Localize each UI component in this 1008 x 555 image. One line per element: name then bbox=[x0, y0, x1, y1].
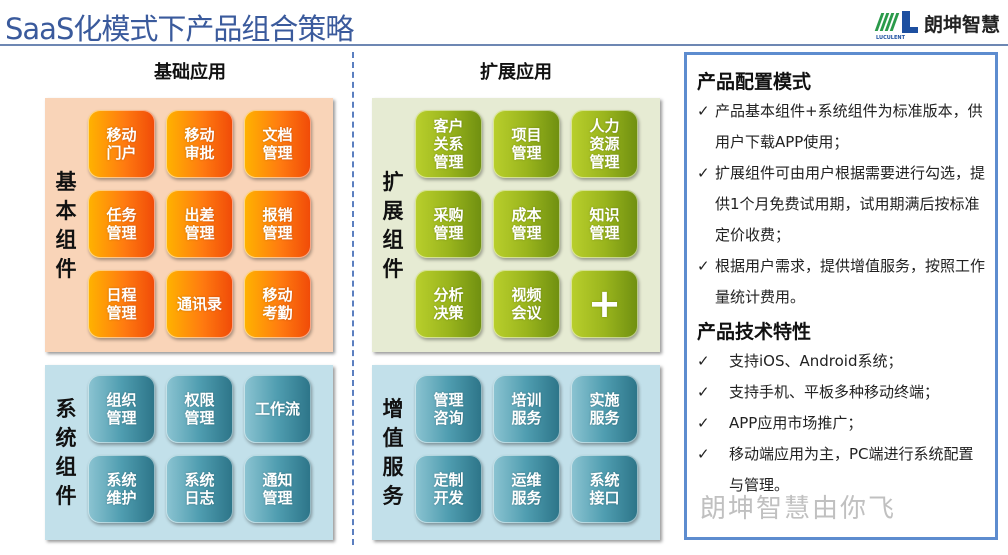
bullet-text: 支持iOS、Android系统； bbox=[729, 352, 903, 370]
panel-label: 增值服务 bbox=[382, 397, 404, 508]
bullet-text: 移动端应用为主，PC端进行系统配置与管理。 bbox=[729, 445, 974, 494]
bullet-text: 支持手机、平板多种移动终端； bbox=[729, 383, 940, 401]
bullet-text: 产品基本组件+系统组件为标准版本，供用户下载APP使用； bbox=[715, 102, 983, 151]
component-tile[interactable]: 系统 接口 bbox=[571, 455, 638, 523]
component-tile[interactable]: 工作流 bbox=[244, 375, 311, 443]
component-tile[interactable]: 分析 决策 bbox=[415, 270, 482, 338]
extended-components-panel: 扩展组件 客户 关系 管理项目 管理人力 资源 管理采购 管理成本 管理知识 管… bbox=[372, 98, 660, 352]
component-tile[interactable]: 培训 服务 bbox=[493, 375, 560, 443]
check-icon: ✓ bbox=[697, 352, 710, 370]
system-components-panel: 系统组件 组织 管理权限 管理工作流系统 维护系统 日志通知 管理 bbox=[45, 365, 333, 540]
check-icon: ✓ bbox=[697, 414, 710, 432]
check-icon: ✓ bbox=[697, 445, 710, 463]
column-divider bbox=[352, 52, 354, 545]
page-title: SaaS化模式下产品组合策略 bbox=[5, 12, 354, 46]
tech-heading: 产品技术特性 bbox=[697, 321, 812, 343]
component-tile[interactable]: 管理 咨询 bbox=[415, 375, 482, 443]
component-tile[interactable]: 定制 开发 bbox=[415, 455, 482, 523]
check-icon: ✓ bbox=[697, 164, 710, 182]
component-tile[interactable]: 项目 管理 bbox=[493, 110, 560, 178]
component-tile[interactable]: 采购 管理 bbox=[415, 190, 482, 258]
column-heading-extended: 扩展应用 bbox=[480, 62, 552, 83]
check-icon: ✓ bbox=[697, 383, 710, 401]
config-heading: 产品配置模式 bbox=[697, 71, 812, 93]
bullet-item: ✓ APP应用市场推广； bbox=[697, 408, 985, 439]
bullet-item: ✓ 根据用户需求，提供增值服务，按照工作量统计费用。 bbox=[697, 251, 985, 313]
bullet-item: ✓ 支持iOS、Android系统； bbox=[697, 346, 985, 377]
panel-label: 扩展组件 bbox=[382, 170, 404, 281]
company-logo: LUCULENT 朗坤智慧 bbox=[874, 10, 1001, 41]
bullet-item: ✓ 扩展组件可由用户根据需要进行勾选，提供1个月免费试用期，试用期满后按标准定价收… bbox=[697, 158, 985, 251]
component-tile[interactable]: 实施 服务 bbox=[571, 375, 638, 443]
component-tile[interactable]: 权限 管理 bbox=[166, 375, 233, 443]
value-services-panel: 增值服务 管理 咨询培训 服务实施 服务定制 开发运维 服务系统 接口 bbox=[372, 365, 660, 540]
component-tile[interactable]: 客户 关系 管理 bbox=[415, 110, 482, 178]
title-divider bbox=[0, 44, 1008, 46]
component-tile[interactable]: 移动 考勤 bbox=[244, 270, 311, 338]
bullet-text: 根据用户需求，提供增值服务，按照工作量统计费用。 bbox=[715, 257, 986, 306]
component-tile[interactable]: 文档 管理 bbox=[244, 110, 311, 178]
component-tile[interactable]: 日程 管理 bbox=[88, 270, 155, 338]
panel-label: 系统组件 bbox=[55, 397, 77, 508]
component-tile[interactable]: 知识 管理 bbox=[571, 190, 638, 258]
component-tile[interactable]: 移动 门户 bbox=[88, 110, 155, 178]
component-tile[interactable]: 移动 审批 bbox=[166, 110, 233, 178]
check-icon: ✓ bbox=[697, 257, 710, 275]
component-tile[interactable]: 报销 管理 bbox=[244, 190, 311, 258]
check-icon: ✓ bbox=[697, 102, 710, 120]
add-component-tile[interactable]: + bbox=[571, 270, 638, 338]
wechat-watermark: 朗坤智慧由你飞 bbox=[700, 494, 897, 524]
panel-label: 基本组件 bbox=[55, 170, 77, 281]
logo-icon: LUCULENT bbox=[874, 10, 920, 41]
bullet-item: ✓ 移动端应用为主，PC端进行系统配置与管理。 bbox=[697, 439, 985, 501]
logo-text: 朗坤智慧 bbox=[924, 14, 1001, 36]
component-tile[interactable]: 组织 管理 bbox=[88, 375, 155, 443]
info-box: 产品配置模式 ✓ 产品基本组件+系统组件为标准版本，供用户下载APP使用； ✓ 扩展组… bbox=[684, 52, 998, 540]
column-heading-basic: 基础应用 bbox=[154, 62, 226, 83]
component-tile[interactable]: 运维 服务 bbox=[493, 455, 560, 523]
basic-components-panel: 基本组件 移动 门户移动 审批文档 管理任务 管理出差 管理报销 管理日程 管理… bbox=[45, 98, 333, 352]
bullet-text: 扩展组件可由用户根据需要进行勾选，提供1个月免费试用期，试用期满后按标准定价收费… bbox=[715, 164, 986, 244]
bullet-text: APP应用市场推广； bbox=[729, 414, 863, 432]
bullet-item: ✓ 支持手机、平板多种移动终端； bbox=[697, 377, 985, 408]
component-tile[interactable]: 系统 日志 bbox=[166, 455, 233, 523]
bullet-item: ✓ 产品基本组件+系统组件为标准版本，供用户下载APP使用； bbox=[697, 96, 985, 158]
component-tile[interactable]: 系统 维护 bbox=[88, 455, 155, 523]
component-tile[interactable]: 通讯录 bbox=[166, 270, 233, 338]
component-tile[interactable]: 视频 会议 bbox=[493, 270, 560, 338]
component-tile[interactable]: 人力 资源 管理 bbox=[571, 110, 638, 178]
component-tile[interactable]: 成本 管理 bbox=[493, 190, 560, 258]
component-tile[interactable]: 通知 管理 bbox=[244, 455, 311, 523]
component-tile[interactable]: 出差 管理 bbox=[166, 190, 233, 258]
component-tile[interactable]: 任务 管理 bbox=[88, 190, 155, 258]
